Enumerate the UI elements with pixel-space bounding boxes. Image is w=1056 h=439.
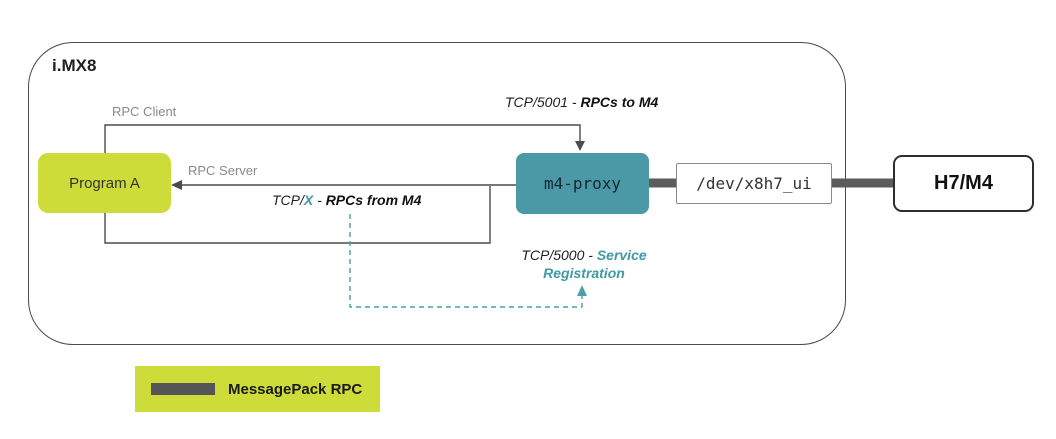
tcpx-port: X	[303, 192, 314, 208]
rpc-client-label: RPC Client	[112, 104, 177, 119]
program-a-node: Program A	[38, 153, 171, 213]
program-a-label: Program A	[69, 174, 140, 192]
messagepack-connector-sample	[151, 383, 215, 395]
tcp5001-label: TCP/5001 - RPCs to M4	[505, 94, 658, 110]
tcpx-emphasis: RPCs from M4	[325, 192, 422, 208]
h7m4-node: H7/M4	[893, 155, 1034, 212]
tcp5001-prefix: TCP/5001 -	[505, 94, 581, 110]
legend: MessagePack RPC	[135, 366, 380, 412]
device-label: /dev/x8h7_ui	[696, 174, 812, 193]
imx8-label: i.MX8	[52, 56, 97, 75]
tcpx-separator: -	[313, 192, 326, 208]
tcpx-label: TCP/X - RPCs from M4	[272, 192, 421, 208]
tcp5001-emphasis: RPCs to M4	[580, 94, 659, 110]
legend-label: MessagePack RPC	[228, 380, 363, 398]
tcpx-prefix: TCP/	[272, 192, 304, 208]
m4-proxy-node: m4-proxy	[516, 153, 649, 214]
device-node: /dev/x8h7_ui	[676, 163, 832, 204]
rpc-server-label: RPC Server	[188, 163, 258, 178]
tcp5000-prefix: TCP/5000 -	[521, 247, 597, 263]
tcp5000-label: TCP/5000 - Service Registration	[503, 246, 665, 282]
m4-proxy-label: m4-proxy	[543, 174, 622, 193]
imx8-container-box	[28, 42, 846, 345]
h7m4-label: H7/M4	[934, 172, 993, 194]
